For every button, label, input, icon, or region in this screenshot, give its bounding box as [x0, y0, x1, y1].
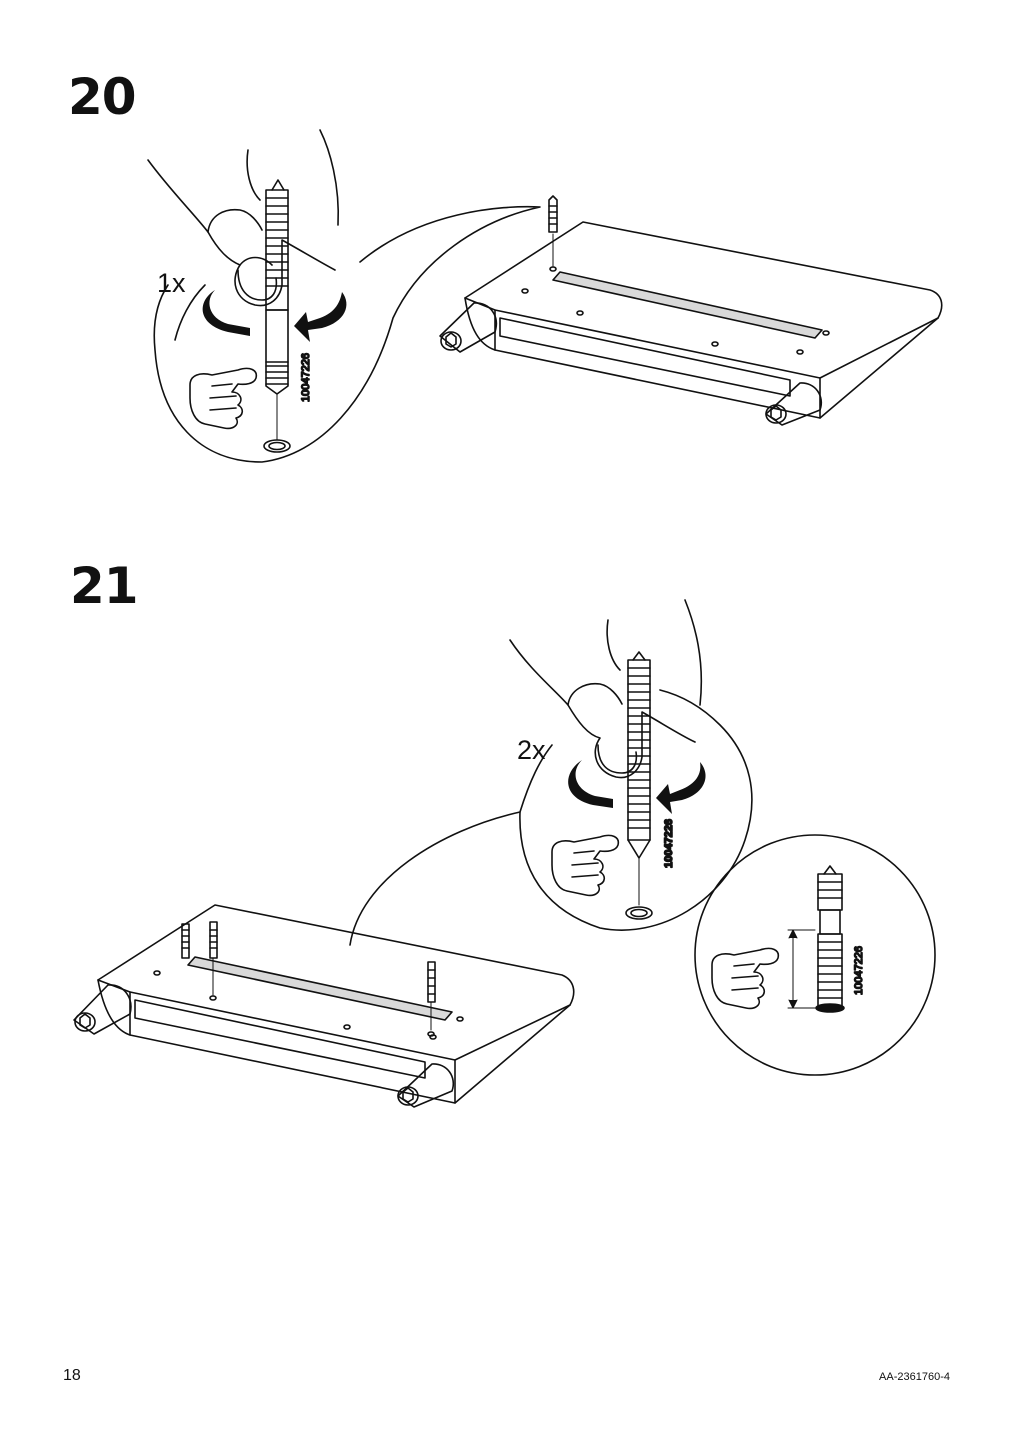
step-21-dowel-screw-icon [625, 651, 653, 920]
step-20-frame-part [439, 195, 943, 426]
step-20-dowel-screw-icon [263, 179, 291, 453]
step-20-number: 20 [68, 68, 137, 126]
step-20-zoom-bubble [153, 205, 541, 463]
step-21-hand-screwing-icon [509, 599, 703, 779]
step-21-quantity: 2x [517, 735, 546, 765]
step-20-quantity: 1x [157, 268, 186, 298]
step-21-number: 21 [70, 557, 139, 615]
step-20-hand-screwing-icon [147, 129, 340, 307]
step-21-detail-circle [694, 834, 936, 1076]
step-20-part-number: 10047226 [300, 353, 312, 402]
step-21-rotate-arrows-icon [568, 760, 706, 814]
step-21-pointing-hand-icon [551, 834, 620, 897]
step-21-detail-part-number: 10047226 [853, 946, 865, 995]
step-21-zoom-bubble [349, 689, 753, 946]
step-20-rotate-arrows-icon [202, 290, 347, 342]
page-number: 18 [63, 1367, 81, 1384]
document-code: AA-2361760-4 [879, 1371, 950, 1383]
step-20-pointing-hand-icon [189, 367, 258, 430]
step-21-frame-part [73, 904, 575, 1108]
step-21-part-number: 10047226 [663, 819, 675, 868]
